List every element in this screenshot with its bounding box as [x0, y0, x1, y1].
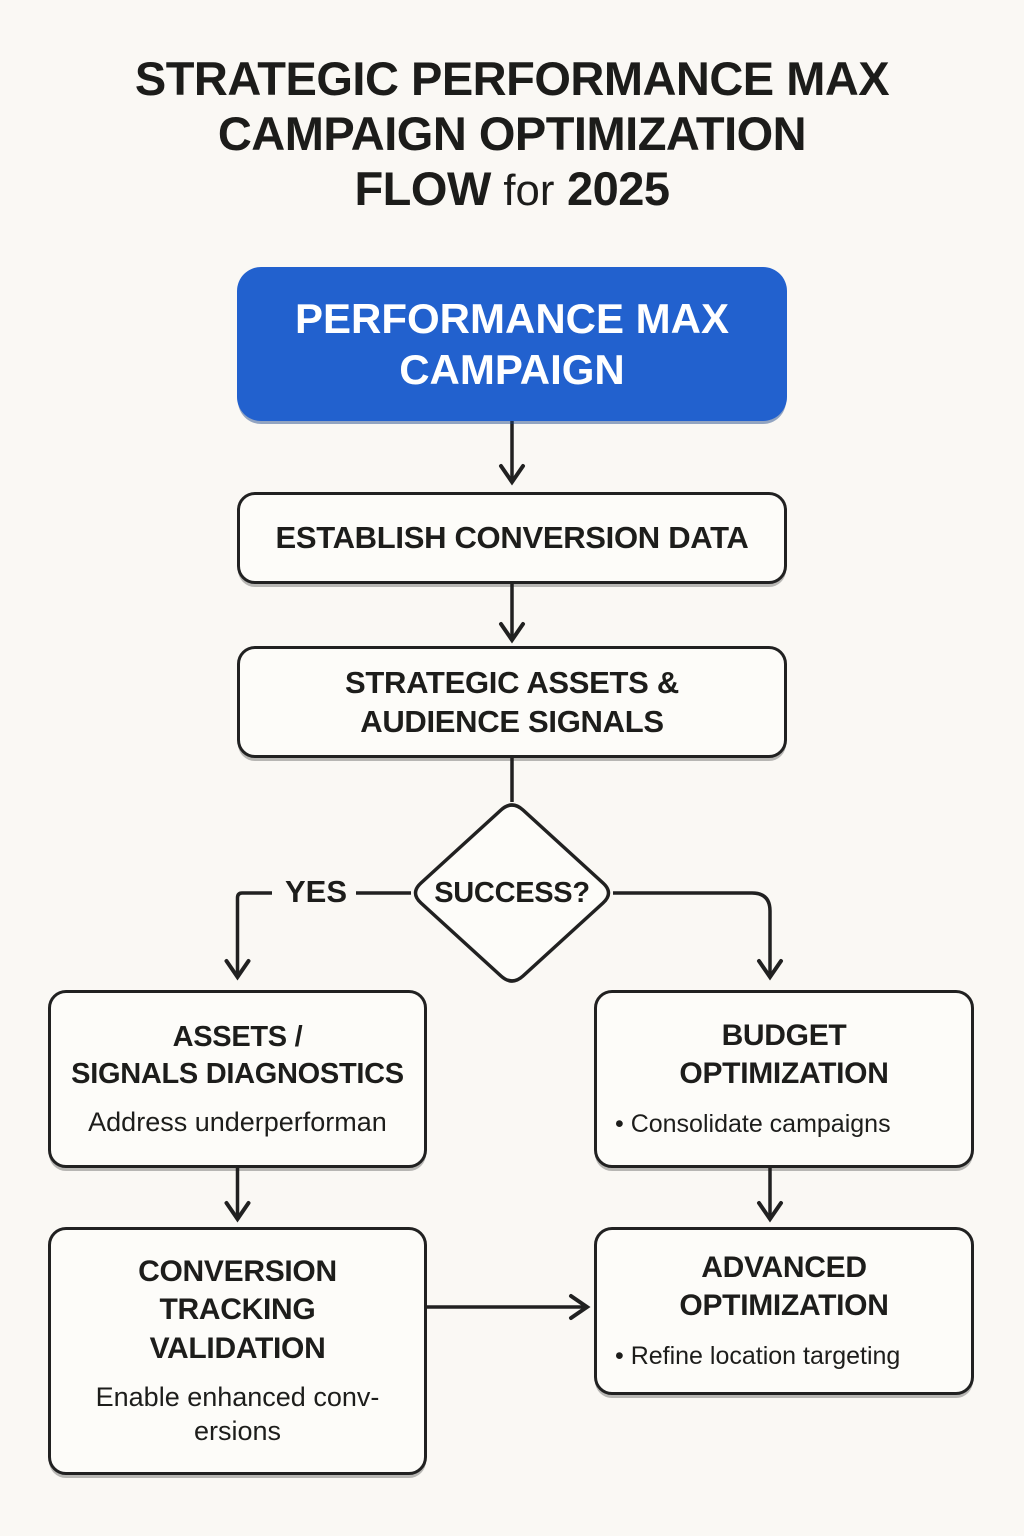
node-title-line: ESTABLISH CONVERSION DATA [275, 520, 749, 556]
decision-label: SUCCESS? [434, 877, 590, 909]
node-title-line: VALIDATION [149, 1331, 326, 1365]
node-assets-signals-diagnostics: ASSETS / SIGNALS DIAGNOSTICS Address und… [48, 990, 427, 1168]
node-title-line: SIGNALS DIAGNOSTICS [71, 1057, 404, 1090]
node-strategic-assets-audience-signals: STRATEGIC ASSETS & AUDIENCE SIGNALS [237, 646, 787, 758]
node-title-line: OPTIMIZATION [679, 1289, 889, 1323]
arrow-decision-to-budget [613, 891, 783, 981]
yes-branch-label: YES [284, 874, 348, 909]
node-bullet-item: • Consolidate campaigns [615, 1110, 891, 1139]
node-title-line: OPTIMIZATION [679, 1057, 889, 1091]
node-note-line: ersions [193, 1416, 282, 1447]
node-title-line: CAMPAIGN [399, 346, 625, 393]
node-advanced-optimization: ADVANCED OPTIMIZATION • Refine location … [594, 1227, 974, 1395]
page-title-line-2: CAMPAIGN OPTIMIZATION [217, 106, 807, 160]
node-note: Address underperforman [88, 1106, 387, 1137]
node-note-line: Enable enhanced conv- [95, 1381, 380, 1412]
node-title-line: AUDIENCE SIGNALS [360, 704, 664, 739]
page-title-flow: FLOW [354, 161, 491, 215]
node-title-line: CONVERSION [138, 1255, 337, 1289]
page-title: STRATEGIC PERFORMANCE MAX CAMPAIGN OPTIM… [0, 52, 1024, 217]
node-conversion-tracking-validation: CONVERSION TRACKING VALIDATION Enable en… [48, 1227, 427, 1475]
node-performance-max-campaign: PERFORMANCE MAX CAMPAIGN [237, 267, 787, 421]
node-establish-conversion-data: ESTABLISH CONVERSION DATA [237, 492, 787, 584]
page-title-line-3: FLOW for 2025 [0, 162, 1024, 217]
page-title-line-1: STRATEGIC PERFORMANCE MAX [134, 52, 890, 105]
node-title-line: BUDGET [721, 1019, 847, 1053]
node-bullet-item: • Refine location targeting [615, 1342, 901, 1371]
node-title-line: STRATEGIC ASSETS & [345, 664, 679, 700]
node-title-line: PERFORMANCE MAX [294, 294, 729, 342]
node-title-line: ADVANCED [701, 1251, 867, 1285]
decision-diamond [413, 803, 611, 983]
node-budget-optimization: BUDGET OPTIMIZATION • Consolidate campai… [594, 990, 974, 1168]
node-title-line: TRACKING [159, 1293, 316, 1327]
page-title-for: for [503, 165, 555, 215]
node-note: Enable enhanced conv- ersions [96, 1380, 380, 1449]
page-title-year: 2025 [566, 161, 670, 215]
node-title-line: ASSETS / [172, 1020, 303, 1053]
arrow-yes-to-diagnostics [224, 891, 272, 981]
